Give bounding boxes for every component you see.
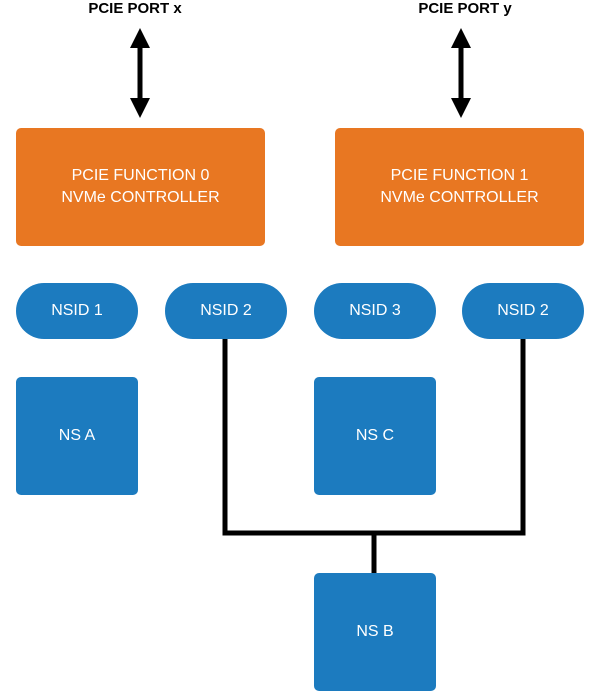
controller-1-function-label: PCIE FUNCTION 1 [390,167,529,184]
shared-namespace-connector [222,339,526,573]
namespace-b: NS B [314,573,436,691]
controller-function-1: PCIE FUNCTION 1 NVMe CONTROLLER [335,128,584,246]
namespace-a: NS A [16,377,138,495]
pcie-port-x-label: PCIE PORT x [88,0,182,17]
controller-0-function-label: PCIE FUNCTION 0 [71,167,210,184]
controller-0-type-label: NVMe CONTROLLER [61,189,220,206]
nsid-pill-4: NSID 2 [462,283,584,339]
controller-function-0: PCIE FUNCTION 0 NVMe CONTROLLER [16,128,265,246]
nsid-pill-1: NSID 1 [16,283,138,339]
nsid-pill-3: NSID 3 [314,283,436,339]
namespace-c: NS C [314,377,436,495]
controller-1-type-label: NVMe CONTROLLER [380,189,539,206]
nsid-pill-2: NSID 2 [165,283,287,339]
pcie-port-y-label: PCIE PORT y [418,0,512,17]
